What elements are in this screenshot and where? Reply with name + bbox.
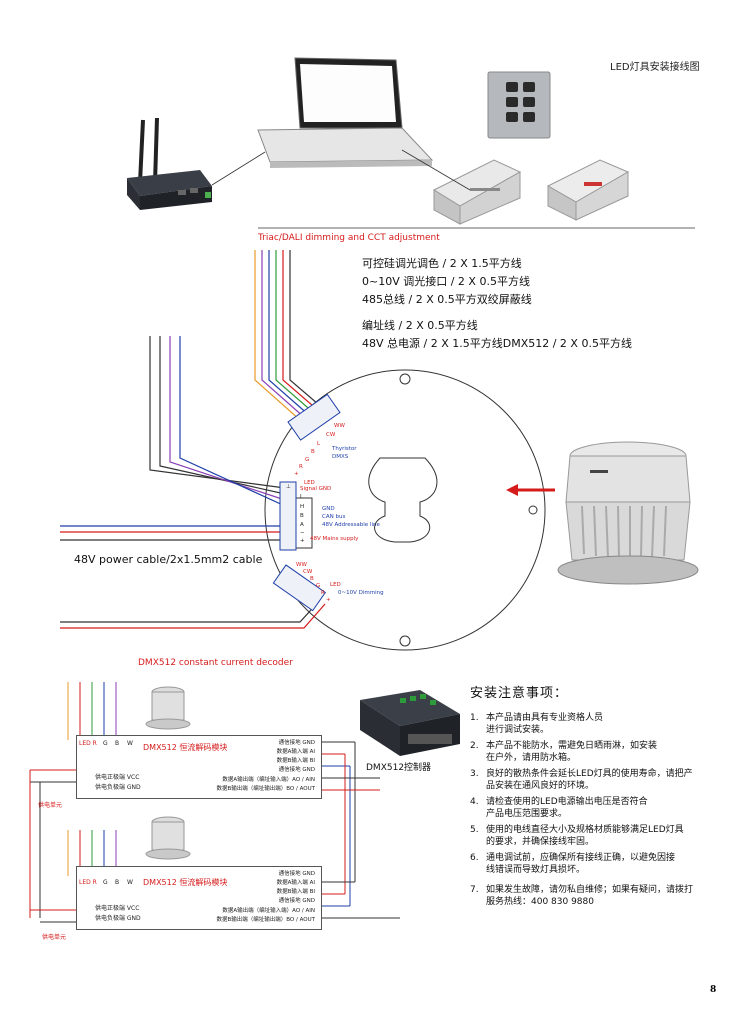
note-5: 5.使用的电线直径大小及规格材质能够满足LED灯具 的要求，并确保接线牢固。 <box>470 825 684 847</box>
dmx-decoder-title: DMX512 constant current decoder <box>138 658 293 668</box>
terminal-bottom-ww: WW <box>296 562 307 568</box>
decoder-2-led-b: B <box>115 879 120 886</box>
decoder-1-row-4: 通信接地 GND <box>278 767 315 773</box>
din-module-2-icon <box>546 159 630 221</box>
led-top-caption: LED <box>304 480 315 486</box>
din-module-1-icon <box>432 159 522 225</box>
addressable-line-label: 48V Addressable line <box>322 522 380 528</box>
decoder-2-title: DMX512 恒流解码模块 <box>143 878 228 887</box>
terminal-bottom <box>272 564 327 612</box>
decoder-1-led-b: B <box>115 740 120 747</box>
pin-h: H <box>300 504 305 510</box>
mounting-plate <box>264 369 546 651</box>
dimming-caption: 0~10V Dimming <box>338 590 384 596</box>
dmxs-caption: DMXS <box>332 454 349 460</box>
decoder-1-title: DMX512 恒流解码模块 <box>143 743 228 752</box>
decoder-2-row-2: 数据A输入端 AI <box>276 880 315 886</box>
decoder-1-led-g: G <box>103 740 108 747</box>
spec-line-1: 可控硅调光调色 / 2 X 1.5平方线 <box>362 257 522 270</box>
device-illustrations <box>127 57 695 229</box>
led-fixture-icon <box>557 441 699 585</box>
decoder-1-row-2: 数据A输入端 AI <box>276 749 315 755</box>
decoder-module-1: DMX512 恒流解码模块 LED R G B W 供电正极端 VCC 供电负极… <box>76 735 322 799</box>
decoder-2-row-6: 数据B输出端（编址输出端）BO / AOUT <box>216 917 315 923</box>
spec-line-5: 48V 总电源 / 2 X 1.5平方线DMX512 / 2 X 0.5平方线 <box>362 337 632 350</box>
supply-unit-label-2: 供电单元 <box>42 934 67 941</box>
page-number: 8 <box>710 985 717 995</box>
note-6: 6.通电调试前，应确保所有接线正确，以避免因接 线错误而导致灯具损坏。 <box>470 853 676 875</box>
decoder-2-gnd: 供电负极端 GND <box>95 915 141 922</box>
wiring-diagram <box>60 250 699 651</box>
decoder-2-led-g: G <box>103 879 108 886</box>
note-7: 7.如果发生故障，请勿私自维修；如果有疑问，请拨打 服务热线：400 830 9… <box>470 885 694 907</box>
can-bus-label: CAN bus <box>322 514 346 520</box>
terminal-top-plus: + <box>294 471 299 477</box>
pin-l: L <box>300 494 304 500</box>
decoder-2-led-w: W <box>127 879 133 886</box>
terminal-bottom-b: B <box>310 576 314 582</box>
note-1: 1.本产品请由具有专业资格人员 进行调试安装。 <box>470 713 604 735</box>
power-cable-label: 48V power cable/2x1.5mm2 cable <box>74 553 263 566</box>
router-icon <box>127 117 212 210</box>
terminal-bottom-r: R <box>321 590 325 596</box>
led-bottom-caption: LED <box>330 582 341 588</box>
dmx-controller-label: DMX512控制器 <box>366 763 432 773</box>
decoder-module-2: DMX512 恒流解码模块 LED R G B W 供电正极端 VCC 供电负极… <box>76 866 322 930</box>
mains-supply-label: 48V Mains supply <box>310 536 359 542</box>
decoder-1-row-6: 数据B输出端（编址输出端）BO / AOUT <box>216 786 315 792</box>
decoder-2-vcc: 供电正极端 VCC <box>95 905 140 912</box>
laptop-icon <box>257 57 434 168</box>
decoder-2-led-r: LED R <box>79 879 97 886</box>
decoder-wiring <box>29 682 460 923</box>
gnd-label: GND <box>322 506 335 512</box>
terminal-top-r: R <box>299 464 303 470</box>
triac-dali-label: Triac/DALI dimming and CCT adjustment <box>258 233 440 243</box>
decoder-1-row-5: 数据A输出端（编址输入端）AO / AIN <box>222 777 315 783</box>
spec-line-3: 485总线 / 2 X 0.5平方双绞屏蔽线 <box>362 293 532 306</box>
thyristor-caption: Thyristor <box>332 446 357 452</box>
decoder-2-row-3: 数据B输入端 BI <box>276 889 315 895</box>
terminal-mid <box>279 481 297 551</box>
spec-line-4: 编址线 / 2 X 0.5平方线 <box>362 319 478 332</box>
pin-a: A <box>300 522 304 528</box>
decoder-2-row-4: 通信接地 GND <box>278 898 315 904</box>
decoder-1-row-3: 数据B输入端 BI <box>276 758 315 764</box>
pin-minus: − <box>300 530 305 536</box>
note-4: 4.请检查使用的LED电源输出电压是否符合 产品电压范围要求。 <box>470 797 648 819</box>
terminal-bottom-cw: CW <box>303 569 313 575</box>
decoder-1-led-w: W <box>127 740 133 747</box>
spec-line-2: 0~10V 调光接口 / 2 X 0.5平方线 <box>362 275 530 288</box>
terminal-bottom-plus: + <box>326 597 331 603</box>
decoder-1-row-1: 通信接地 GND <box>278 740 315 746</box>
decoder-2-row-5: 数据A输出端（编址输入端）AO / AIN <box>222 908 315 914</box>
pin-plus: + <box>300 538 305 544</box>
decoder-fixture-2-icon <box>145 816 191 860</box>
terminal-top-cw: CW <box>326 432 336 438</box>
notes-title: 安装注意事项： <box>470 686 569 701</box>
decoder-2-row-1: 通信接地 GND <box>278 871 315 877</box>
terminal-bottom-g: G <box>316 583 321 589</box>
terminal-top-g: G <box>305 457 310 463</box>
decoder-fixture-1-icon <box>145 686 191 730</box>
terminal-top-ww: WW <box>334 423 345 429</box>
pin-b: B <box>300 513 304 519</box>
signal-gnd-label: Signal GND <box>300 486 332 492</box>
note-2: 2.本产品不能防水，需避免日晒雨淋，如安装 在户外，请用防水箱。 <box>470 741 658 763</box>
switch-panel-icon <box>487 71 551 139</box>
pin-gnd-symbol: ⊥ <box>286 484 291 490</box>
page-title: LED灯具安装接线图 <box>610 62 700 73</box>
decoder-1-led-r: LED R <box>79 740 97 747</box>
decoder-1-vcc: 供电正极端 VCC <box>95 774 140 781</box>
supply-unit-label-1: 供电单元 <box>38 802 63 809</box>
terminal-top <box>287 393 341 441</box>
terminal-top-l: L <box>317 441 321 447</box>
terminal-top-b: B <box>311 449 315 455</box>
dmx-controller-icon <box>360 690 460 756</box>
note-3: 3.良好的散热条件会延长LED灯具的使用寿命，请把产 品安装在通风良好的环境。 <box>470 769 693 791</box>
decoder-1-gnd: 供电负极端 GND <box>95 784 141 791</box>
